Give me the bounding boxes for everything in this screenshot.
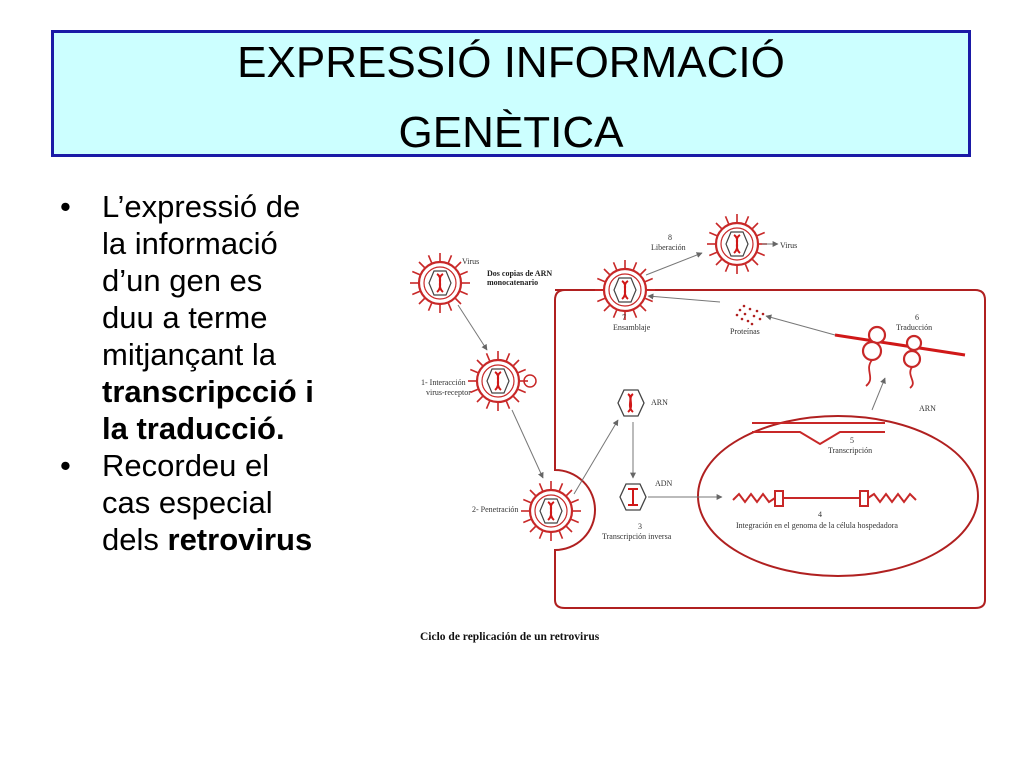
nucleus bbox=[697, 415, 979, 577]
dna-capsid-icon bbox=[619, 483, 647, 511]
label-step8-num: 8 bbox=[668, 233, 672, 242]
bullet-2-line-2: cas especial bbox=[102, 485, 273, 520]
label-step4: Integración en el genoma de la célula ho… bbox=[736, 521, 898, 530]
bullet-1-line-1: L’expressió de bbox=[102, 189, 301, 224]
label-step7: Ensamblaje bbox=[613, 323, 651, 332]
label-step6: Traducción bbox=[896, 323, 932, 332]
bullet-item-2: • Recordeu el cas especial dels retrovir… bbox=[60, 447, 390, 558]
cycle-arrows bbox=[457, 241, 886, 500]
bullet-1-line-3: d’un gen es bbox=[102, 263, 263, 298]
label-step1-a: 1- Interacción bbox=[421, 378, 466, 387]
label-step8: Liberación bbox=[651, 243, 686, 252]
label-proteins: Proteínas bbox=[730, 327, 760, 336]
transcription-icon bbox=[752, 422, 885, 446]
label-step7-num: 7 bbox=[622, 313, 626, 322]
bullet-list: • L’expressió de la informació d’un gen … bbox=[60, 188, 390, 558]
virus-icon bbox=[466, 349, 530, 413]
cell-membrane bbox=[554, 289, 986, 609]
virus-icon bbox=[408, 251, 472, 315]
bullet-2-bold: retrovirus bbox=[167, 522, 313, 557]
bullet-1-bold-line-1: transcripcció i bbox=[102, 374, 314, 409]
label-adn-small: ADN bbox=[655, 479, 673, 488]
virus-icon bbox=[593, 258, 657, 322]
bullet-1-line-2: la informació bbox=[102, 226, 278, 261]
label-step3: Transcripción inversa bbox=[602, 532, 672, 541]
label-step1-b: virus-receptor bbox=[426, 388, 471, 397]
bullet-1-line-4: duu a terme bbox=[102, 300, 268, 335]
bullet-1-line-5: mitjançant la bbox=[102, 337, 277, 372]
bullet-dot: • bbox=[60, 448, 71, 483]
rna-capsid-icon bbox=[617, 389, 645, 417]
diagram-caption: Ciclo de replicación de un retrovirus bbox=[420, 631, 600, 643]
virus-icon bbox=[705, 212, 769, 276]
integrated-dna-icon bbox=[732, 490, 917, 507]
label-step5: Transcripción bbox=[828, 446, 872, 455]
receptor-icon bbox=[523, 374, 537, 388]
bullet-2-line-1: Recordeu el bbox=[102, 448, 270, 483]
label-rna-copies-1: Dos copias de ARN bbox=[487, 269, 552, 278]
label-step4-num: 4 bbox=[818, 510, 822, 519]
label-virus-top: Virus bbox=[462, 257, 479, 266]
bullet-2-line-3: dels retrovirus bbox=[102, 521, 390, 558]
label-step3-num: 3 bbox=[638, 522, 642, 531]
label-step2: 2- Penetración bbox=[472, 505, 518, 514]
title-line-1: EXPRESSIÓ INFORMACIÓ bbox=[237, 38, 785, 87]
label-step5-num: 5 bbox=[850, 436, 854, 445]
label-rna-copies-2: monocatenario bbox=[487, 278, 538, 287]
label-virus-released: Virus bbox=[780, 241, 797, 250]
bullet-1-bold-line-2: la traducció. bbox=[102, 411, 285, 446]
bullet-item-1: • L’expressió de la informació d’un gen … bbox=[60, 188, 390, 447]
bullet-2-prefix: dels bbox=[102, 522, 159, 557]
bullet-dot: • bbox=[60, 189, 71, 224]
title-box: EXPRESSIÓ INFORMACIÓ GENÈTICA bbox=[51, 30, 971, 157]
label-arn-nucleus: ARN bbox=[919, 404, 936, 413]
title-line-2: GENÈTICA bbox=[398, 108, 624, 157]
label-arn-small: ARN bbox=[651, 398, 668, 407]
label-step6-num: 6 bbox=[915, 313, 919, 322]
ribosome-icon bbox=[834, 325, 966, 389]
proteins-icon bbox=[735, 304, 765, 326]
virus-icon bbox=[519, 479, 583, 543]
